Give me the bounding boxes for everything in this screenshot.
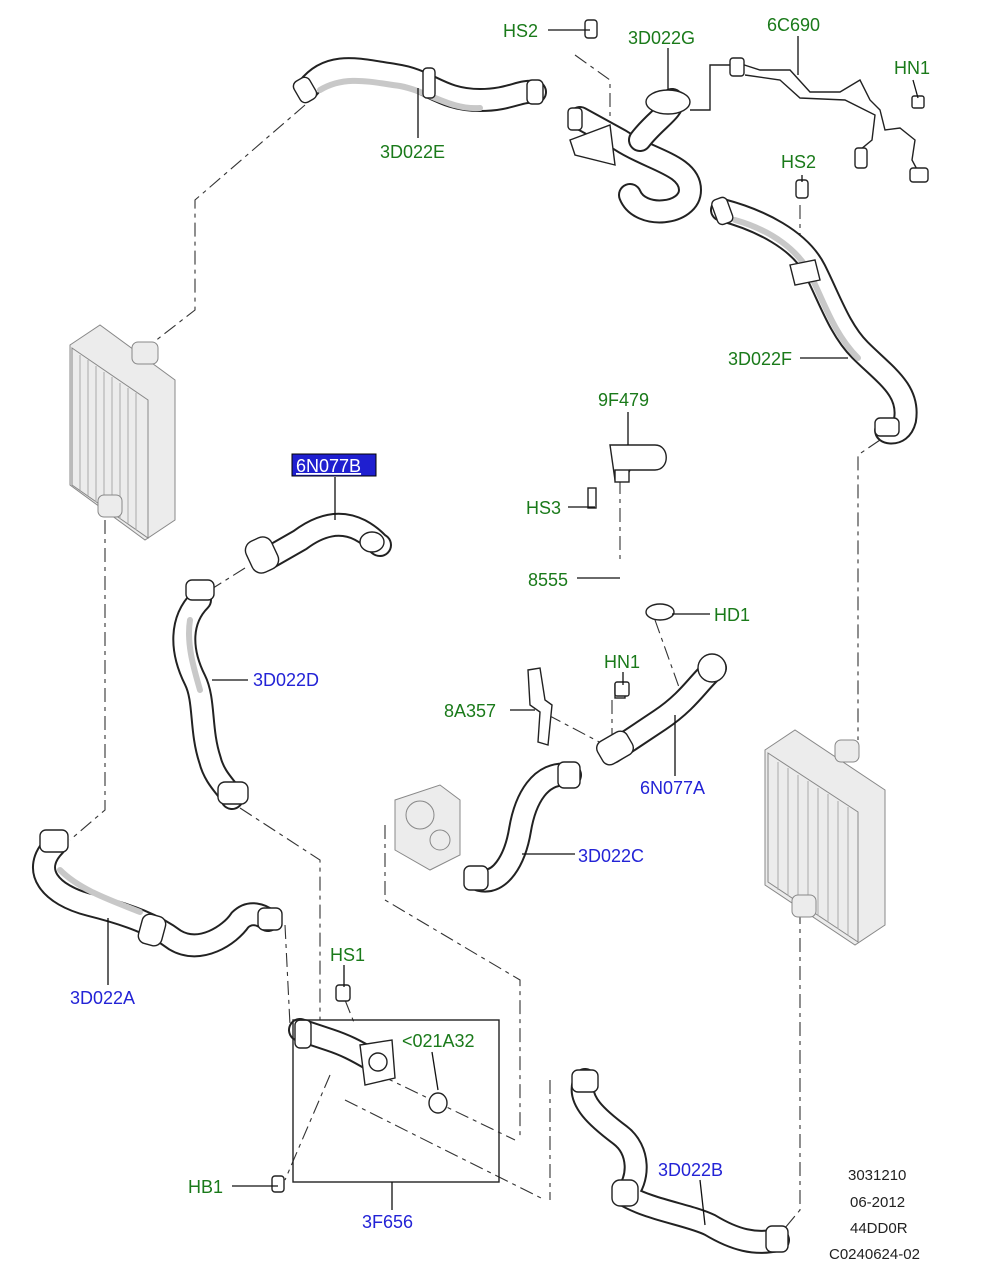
throttle-body [394, 784, 461, 871]
ref-line-4: C0240624-02 [829, 1246, 920, 1263]
callout-8a357: 8A357 [444, 701, 496, 721]
hose-3d022d [172, 579, 249, 810]
callout-8555: 8555 [528, 570, 568, 590]
callout-3d022d: 3D022D [253, 670, 319, 690]
hose-3d022a [32, 829, 283, 958]
screw-hs1 [335, 984, 351, 1002]
screw-hs2-top [584, 19, 598, 39]
callout-hs1: HS1 [330, 945, 365, 965]
callout-3f656: 3F656 [362, 1212, 413, 1232]
callout-labels: HS2 3D022G 6C690 HN1 3D022E HS2 3D022F 6… [70, 15, 930, 1232]
hose-3d022b [570, 1068, 790, 1254]
hose-3d022e [292, 57, 547, 112]
hose-3d022f [710, 196, 918, 445]
hose-3d022c [463, 761, 582, 893]
callout-3d022a: 3D022A [70, 988, 135, 1008]
ref-line-2: 06-2012 [850, 1194, 905, 1211]
callout-3d022c: 3D022C [578, 846, 644, 866]
sensor-9f479 [609, 444, 667, 483]
clip-hd1 [645, 603, 675, 621]
screw-hs3 [587, 487, 597, 509]
intercooler-left [69, 324, 176, 541]
hose-6n077b [244, 512, 392, 574]
highlight-box [291, 453, 377, 477]
ref-line-3: 44DD0R [850, 1220, 908, 1237]
callout-6n077a: 6N077A [640, 778, 705, 798]
callout-hs2-right: HS2 [781, 152, 816, 172]
callout-021a32: <021A32 [402, 1031, 475, 1051]
pipe-3f656 [288, 1018, 500, 1183]
bracket-8a357 [527, 667, 553, 746]
hose-3d022g [567, 64, 730, 224]
callout-3d022b: 3D022B [658, 1160, 723, 1180]
callout-6n077b: 6N077B [296, 456, 361, 476]
callout-6c690: 6C690 [767, 15, 820, 35]
screw-hs2-right [795, 179, 809, 199]
pipe-8555 [614, 562, 664, 593]
callout-9f479: 9F479 [598, 390, 649, 410]
callout-hs3: HS3 [526, 498, 561, 518]
ref-line-1: 3031210 [848, 1167, 906, 1184]
callout-hb1: HB1 [188, 1177, 223, 1197]
intercooler-right [764, 729, 886, 946]
callout-hd1: HD1 [714, 605, 750, 625]
bolt-hb1 [271, 1175, 285, 1193]
callout-hs2-top: HS2 [503, 21, 538, 41]
callout-3d022g: 3D022G [628, 28, 695, 48]
seal-021a32 [428, 1092, 448, 1114]
reference-block: 3031210 06-2012 44DD0R C0240624-02 [829, 1167, 920, 1263]
callout-hn1-mid: HN1 [604, 652, 640, 672]
callout-hn1-top: HN1 [894, 58, 930, 78]
callout-3d022f: 3D022F [728, 349, 792, 369]
callout-3d022e: 3D022E [380, 142, 445, 162]
leader-lines [107, 29, 919, 1226]
nut-hn1-mid [614, 681, 630, 697]
